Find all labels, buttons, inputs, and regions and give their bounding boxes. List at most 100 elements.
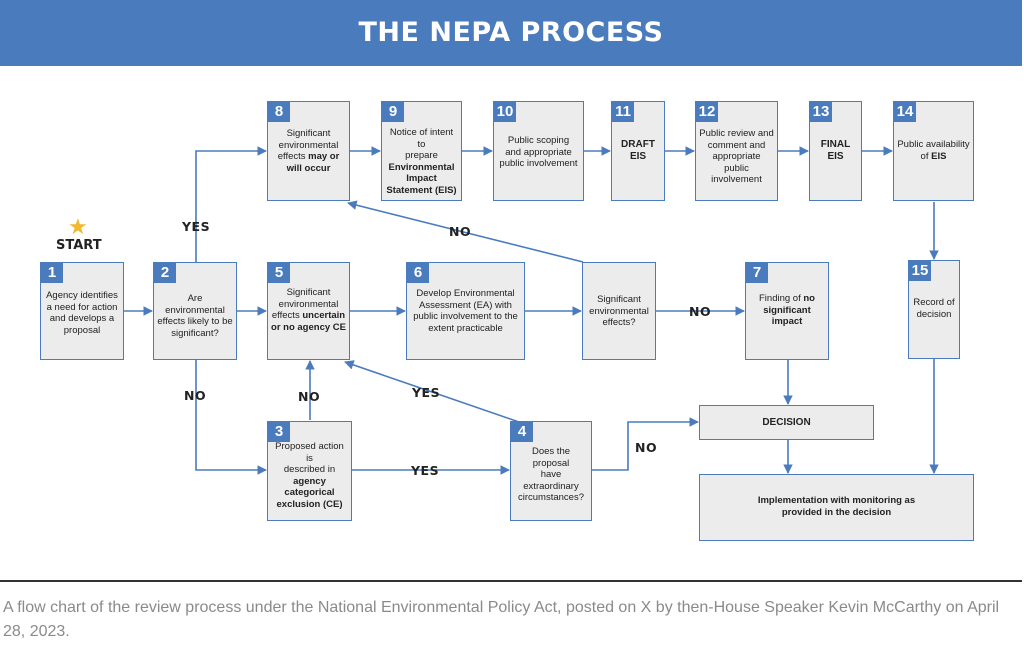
step-text: categorical <box>284 487 335 498</box>
step-text: Significant <box>286 128 331 139</box>
step-text: agency <box>293 475 326 487</box>
step-text: environmental <box>589 305 649 317</box>
step-text: extraordinary <box>523 480 579 492</box>
step-text: EIS <box>827 150 844 162</box>
step-text: DRAFT <box>621 139 655 150</box>
arrow-sig-to-8 <box>347 200 584 263</box>
step-text: Record of <box>913 297 955 308</box>
step-text: described in <box>283 464 336 475</box>
step-text: and appropriate <box>505 146 572 158</box>
caption: A flow chart of the review process under… <box>3 599 1000 640</box>
step-text: effects <box>277 151 306 162</box>
no-label: NO <box>184 388 207 403</box>
step-number: 5 <box>268 263 290 283</box>
step-text: environmental <box>278 298 339 310</box>
step-text: public involvement to the <box>413 311 518 322</box>
step-text: Notice of intent to <box>389 127 454 150</box>
step-text: exclusion (CE) <box>276 498 343 510</box>
step-1-box: 1 Agency identifies a need for action an… <box>40 262 124 360</box>
step-text: Public scoping <box>507 135 570 146</box>
implementation-text: provided in the decision <box>781 506 892 518</box>
step-text: decision <box>916 308 952 320</box>
step-text: or no agency CE <box>271 321 346 333</box>
step-3-box: 3 Proposed action is described in agency… <box>267 421 352 521</box>
no-label: NO <box>449 224 472 239</box>
step-text: circumstances? <box>518 492 584 503</box>
step-text: FINAL <box>820 139 851 150</box>
step-number: 13 <box>810 102 832 122</box>
step-text: appropriate public <box>712 151 761 174</box>
start-label: START <box>56 238 102 253</box>
yes-label: YES <box>411 463 440 478</box>
step-number: 10 <box>494 102 516 122</box>
step-number: 14 <box>894 102 916 122</box>
step-text: EIS <box>629 150 647 162</box>
significant-effects-question-box: Significant environmental effects? <box>582 262 656 360</box>
step-number: 2 <box>154 263 176 283</box>
step-text: proposal <box>63 324 101 336</box>
step-text: effects? <box>602 317 636 328</box>
step-text: significant <box>763 304 811 316</box>
decision-label: DECISION <box>762 417 811 428</box>
step-text: Statement (EIS) <box>386 184 457 196</box>
step-text: Significant <box>286 287 331 298</box>
page-title: THE NEPA PROCESS <box>358 17 664 48</box>
step-number: 9 <box>382 102 404 122</box>
step-text: will occur <box>286 162 331 174</box>
step-text: prepare <box>405 150 438 161</box>
step-text-bold: EIS <box>931 150 947 162</box>
step-text-bold: uncertain <box>302 310 346 321</box>
step-8-box: 8 Significant environmental effects may … <box>267 101 350 201</box>
step-text: public involvement <box>499 158 578 169</box>
step-text: impact <box>771 316 803 327</box>
step-text: Does the proposal <box>531 446 571 469</box>
step-text: of <box>920 150 929 162</box>
step-text: extent practicable <box>428 322 503 334</box>
step-12-box: 12 Public review and comment and appropr… <box>695 101 778 201</box>
step-number: 12 <box>696 102 718 122</box>
step-text-bold: no <box>803 293 815 304</box>
step-number: 7 <box>746 263 768 283</box>
yes-label: YES <box>182 219 211 234</box>
step-text: Agency identifies <box>46 290 118 301</box>
step-number: 3 <box>268 422 290 442</box>
start-star-icon: ★ <box>68 214 88 239</box>
step-text: a need for action <box>46 301 118 313</box>
step-4-box: 4 Does the proposal have extraordinary c… <box>510 421 592 521</box>
connector-layer <box>124 146 939 475</box>
step-text: Develop Environmental <box>416 288 515 299</box>
step-number: 8 <box>268 102 290 122</box>
step-text-bold: may or <box>308 151 340 162</box>
step-text: Public availability <box>897 139 970 150</box>
no-label: NO <box>689 304 712 319</box>
flowchart: ★ START 1 Agency identifies a need for a… <box>0 66 1024 576</box>
step-2-box: 2 Are environmental effects likely to be… <box>153 262 237 360</box>
step-text: significant? <box>171 327 219 339</box>
step-11-box: 11 DRAFT EIS <box>611 101 665 201</box>
step-5-box: 5 Significant environmental effects unce… <box>267 262 350 360</box>
step-text: Environmental <box>388 161 455 173</box>
step-text: effects likely to be <box>157 316 233 327</box>
step-text: have <box>540 469 562 480</box>
step-text: Public review and <box>699 128 774 139</box>
step-14-box: 14 Public availability of EIS <box>893 101 974 201</box>
step-text: Proposed action is <box>275 441 344 464</box>
step-number: 1 <box>41 263 63 283</box>
step-text: comment and <box>707 139 766 151</box>
step-number: 4 <box>511 422 533 442</box>
step-6-box: 6 Develop Environmental Assessment (EA) … <box>406 262 525 360</box>
title-banner: THE NEPA PROCESS <box>0 0 1022 66</box>
step-15-box: 15 Record of decision <box>908 260 960 359</box>
step-number: 11 <box>612 102 634 122</box>
step-13-box: 13 FINAL EIS <box>809 101 862 201</box>
step-text: Assessment (EA) with <box>419 299 512 311</box>
no-label: NO <box>298 389 321 404</box>
step-9-box: 9 Notice of intent to prepare Environmen… <box>381 101 462 201</box>
step-text: Impact <box>406 173 437 184</box>
arrow-4-to-decision <box>592 417 699 471</box>
step-10-box: 10 Public scoping and appropriate public… <box>493 101 584 201</box>
step-text: Are environmental <box>165 293 225 316</box>
step-number: 6 <box>407 263 429 283</box>
step-7-box: 7 Finding of no significant impact <box>745 262 829 360</box>
step-number: 15 <box>909 261 931 281</box>
